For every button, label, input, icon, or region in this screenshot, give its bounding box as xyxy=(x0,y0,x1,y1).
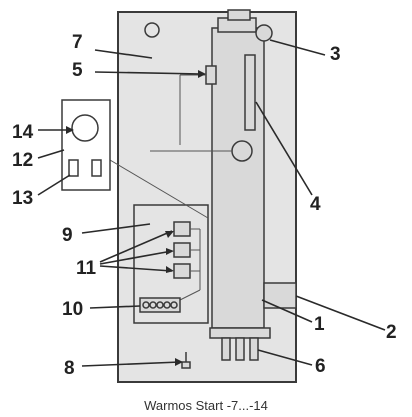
callout-11: 11 xyxy=(76,258,97,279)
relay-2 xyxy=(173,242,191,258)
column-top-outlet xyxy=(227,9,251,21)
pressure-switch xyxy=(231,140,253,162)
heating-element-3 xyxy=(249,337,259,361)
arrowhead-11c xyxy=(166,266,174,273)
relay-3 xyxy=(173,263,191,279)
diagram-caption: Warmos Start -7...-14 xyxy=(144,398,268,413)
safety-thermostat xyxy=(255,24,273,42)
drain-valve xyxy=(181,361,191,369)
callout-14: 14 xyxy=(12,122,34,143)
callout-10: 10 xyxy=(62,299,83,320)
leader-1 xyxy=(261,299,313,323)
callout-2: 2 xyxy=(386,322,397,343)
terminal-block xyxy=(139,297,181,313)
callout-1: 1 xyxy=(314,314,325,335)
leader-11c xyxy=(99,265,173,272)
arrowhead-11b xyxy=(166,248,174,255)
leader-4 xyxy=(255,101,313,196)
leader-12 xyxy=(37,149,65,159)
arrowhead-11a xyxy=(165,231,174,238)
heat-exchanger-column xyxy=(211,27,265,329)
panel-switch-2 xyxy=(91,159,102,177)
leader-5 xyxy=(94,71,203,75)
callout-13: 13 xyxy=(12,188,33,209)
callout-9: 9 xyxy=(62,225,73,246)
cabinet-top-hole xyxy=(144,22,160,38)
callout-7: 7 xyxy=(72,32,83,53)
heating-element-2 xyxy=(235,337,245,361)
element-flange xyxy=(209,327,271,339)
leader-11b xyxy=(99,250,173,265)
side-connection-box xyxy=(263,282,297,309)
relay-bus-lead xyxy=(179,289,201,301)
callout-3: 3 xyxy=(330,44,341,65)
heating-element-1 xyxy=(221,337,231,361)
arrowhead-14 xyxy=(66,126,74,134)
callout-8: 8 xyxy=(64,358,75,379)
callout-12: 12 xyxy=(12,150,33,171)
arrowhead-8 xyxy=(175,358,183,366)
leader-6 xyxy=(257,349,313,366)
leader-11a xyxy=(99,230,173,263)
callout-4: 4 xyxy=(310,194,321,215)
thermometer-dial xyxy=(71,114,99,142)
panel-switch-1 xyxy=(68,159,79,177)
callout-5: 5 xyxy=(72,60,83,81)
leader-13 xyxy=(37,174,71,196)
control-panel xyxy=(61,99,111,191)
panel-to-board-wire xyxy=(109,159,209,219)
leader-10 xyxy=(89,305,141,309)
relay-1 xyxy=(173,221,191,237)
leader-7 xyxy=(94,49,153,59)
temperature-sensor-strip xyxy=(244,54,256,131)
control-board xyxy=(133,204,209,324)
callout-6: 6 xyxy=(315,356,326,377)
sensor-bracket xyxy=(205,65,217,85)
leader-3 xyxy=(269,39,326,56)
leader-2 xyxy=(295,295,386,331)
leader-9 xyxy=(81,223,151,234)
leader-8 xyxy=(81,361,181,367)
arrowhead-5 xyxy=(198,70,206,78)
